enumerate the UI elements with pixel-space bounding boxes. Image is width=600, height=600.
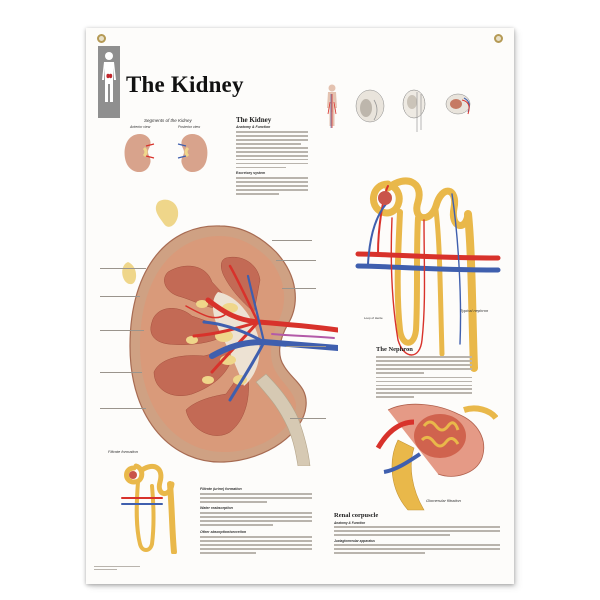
segments-illustration — [124, 134, 208, 173]
filtrate-formation-label: Filtrate formation — [108, 449, 139, 454]
page-title: The Kidney — [126, 72, 244, 97]
juxtaglomerular-heading: Juxtaglomerular apparatus — [334, 539, 375, 543]
renal-corpuscle-subheading: Anatomy & Function — [334, 521, 366, 525]
leader-line — [100, 330, 144, 331]
filtrate-formation-illustration — [121, 463, 177, 554]
leader-line — [276, 260, 316, 261]
leader-line — [290, 418, 326, 419]
loop-of-henle-label: Loop of Henle — [364, 316, 383, 320]
nephron-body-text — [376, 356, 472, 400]
leader-line — [100, 268, 146, 269]
renal-corpuscle-illustration — [375, 403, 498, 511]
water-reabsorption-heading: Water reabsorption — [200, 506, 233, 510]
leader-line — [100, 372, 142, 373]
typical-nephron-label: Typical nephron — [460, 308, 489, 313]
glomerular-filtration-label: Glomerular filtration — [426, 498, 461, 503]
leader-line — [100, 296, 140, 297]
human-figure-icon — [98, 46, 120, 118]
excretory-heading: Excretory system — [236, 171, 266, 175]
anterior-view-label: Anterior view — [130, 125, 151, 129]
leader-line — [282, 288, 316, 289]
poster: The Kidney Segments of the Kidney Anteri… — [86, 28, 514, 584]
copyright-fine-print — [94, 566, 140, 573]
kidney-body-text — [236, 131, 308, 171]
renal-corpuscle-heading: Renal corpuscle — [334, 512, 379, 519]
filtrate-urine-heading: Filtrate (urine) formation — [200, 487, 242, 491]
other-absorption-body-text — [200, 536, 312, 556]
nephron-illustration — [355, 177, 501, 372]
juxtaglomerular-body-text — [334, 544, 500, 556]
leader-line — [272, 240, 312, 241]
segments-heading: Segments of the Kidney — [144, 118, 192, 123]
filtrate-urine-body-text — [200, 493, 312, 505]
kidney-section-subheading: Anatomy & Function — [236, 125, 271, 129]
other-absorption-heading: Other absorption/secretion — [200, 530, 247, 534]
leader-line — [100, 408, 146, 409]
posterior-view-label: Posterior view — [178, 125, 200, 129]
renal-corpuscle-body-text — [334, 526, 500, 538]
kidney-cross-section — [122, 199, 338, 466]
grommet-top-left — [97, 34, 106, 43]
body-systems-illustrations — [327, 84, 471, 132]
water-reabsorption-body-text — [200, 512, 312, 528]
kidney-section-heading: The Kidney — [236, 116, 272, 124]
nephron-section-heading: The Nephron — [376, 346, 413, 353]
leader-line — [286, 346, 326, 347]
excretory-body-text — [236, 177, 308, 197]
grommet-top-right — [494, 34, 503, 43]
